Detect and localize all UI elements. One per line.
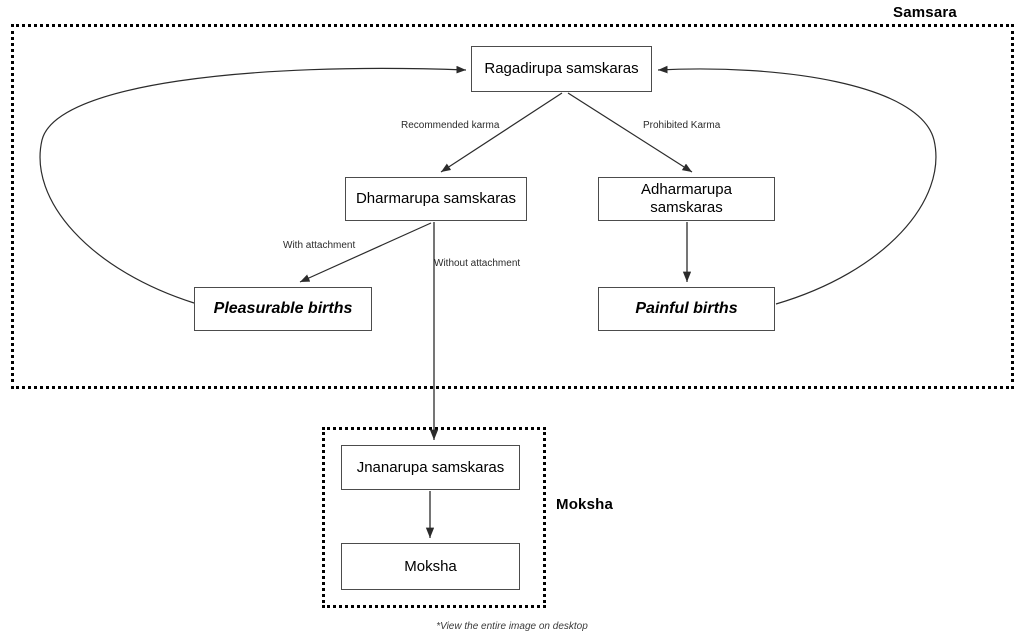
region-label-samsara: Samsara (893, 4, 957, 21)
node-jnanarupa-samskaras[interactable]: Jnanarupa samskaras (341, 445, 520, 490)
node-label: Dharmarupa samskaras (355, 190, 517, 207)
node-label: Ragadirupa samskaras (484, 60, 639, 77)
edge-label-recommended-karma: Recommended karma (401, 120, 500, 131)
node-painful-births[interactable]: Painful births (598, 287, 775, 331)
node-pleasurable-births[interactable]: Pleasurable births (194, 287, 372, 331)
node-ragadirupa-samskaras[interactable]: Ragadirupa samskaras (471, 46, 652, 92)
node-label: Painful births (635, 300, 738, 318)
edge-label-prohibited-karma: Prohibited Karma (643, 120, 721, 131)
edge-label-with-attachment: With attachment (283, 240, 356, 251)
node-adharmarupa-samskaras[interactable]: Adharmarupa samskaras (598, 177, 775, 221)
region-label-moksha: Moksha (556, 496, 614, 513)
node-label: Pleasurable births (213, 300, 353, 318)
node-moksha[interactable]: Moksha (341, 543, 520, 590)
region-samsara (11, 24, 1014, 389)
figure-caption: *View the entire image on desktop (436, 621, 588, 632)
node-label: Adharmarupa samskaras (641, 181, 732, 216)
edge-label-without-attachment: Without attachment (434, 258, 521, 269)
node-label: Jnanarupa samskaras (356, 458, 505, 476)
node-label: Moksha (404, 557, 457, 575)
node-dharmarupa-samskaras[interactable]: Dharmarupa samskaras (345, 177, 527, 221)
